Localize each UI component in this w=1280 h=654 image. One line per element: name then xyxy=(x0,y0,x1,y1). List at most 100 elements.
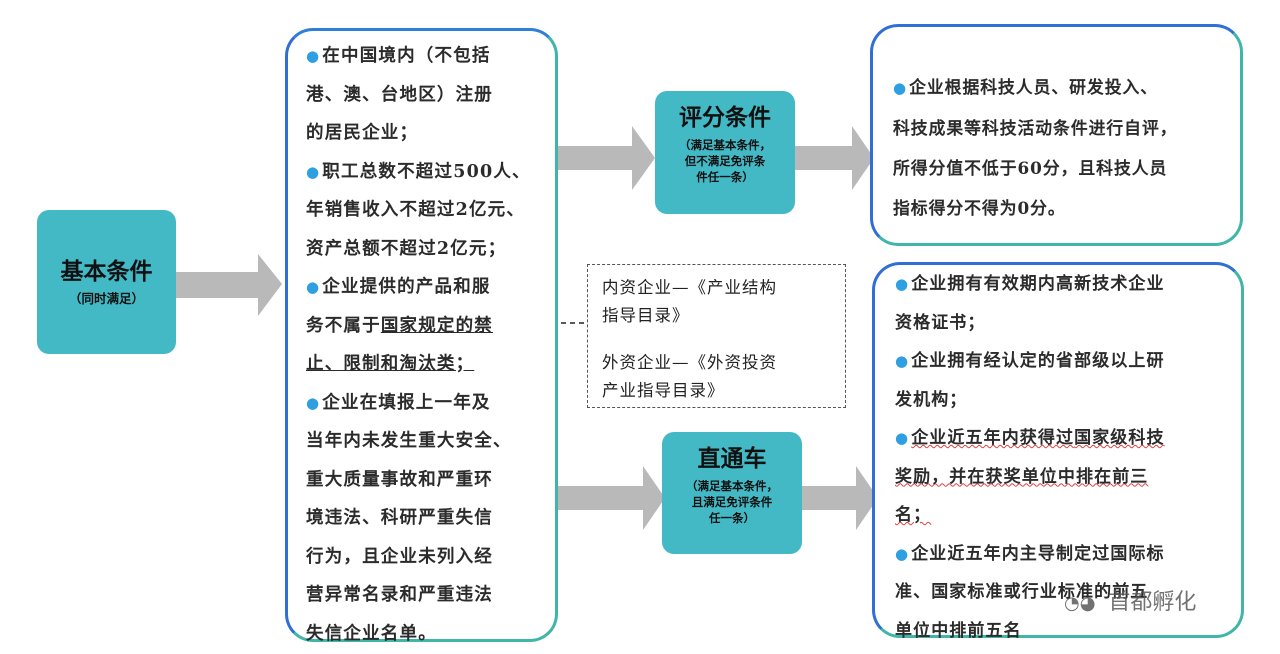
scoring-detail-text: 企业根据科技人员、研发投入、 xyxy=(909,77,1159,97)
exemption-condition-text: 省部级以上研 xyxy=(1056,351,1165,371)
basic-conditions-list: ●在中国境内（不包括港、澳、台地区）注册的居民企业；●职工总数不超过500人、年… xyxy=(306,37,554,653)
exemption-conditions-card: ●企业拥有有效期内高新技术企业资格证书；●企业拥有经认定的省部级以上研发机构；●… xyxy=(872,262,1244,641)
exemption-condition-line: ●企业拥有经认定的省部级以上研 xyxy=(895,342,1235,381)
basic-condition-text: 在中国境内（不包括 xyxy=(322,46,491,66)
basic-condition-line: 重大质量事故和严重环 xyxy=(306,461,554,500)
basic-condition-text: 企业在填报上一年及 xyxy=(322,392,491,413)
exemption-condition-text: 发机构； xyxy=(895,389,968,410)
scoring-condition-title: 评分条件 xyxy=(679,105,771,131)
exemption-condition-line: 资格证书； xyxy=(895,304,1235,343)
bullet-icon: ● xyxy=(306,393,321,412)
basic-condition-text: 行为，且企业未列入经 xyxy=(306,546,493,567)
arrow-direct-to-exempt xyxy=(802,466,878,530)
scoring-subtitle-line-1: （满足基本条件， xyxy=(679,138,771,152)
bullet-icon: ● xyxy=(895,275,910,293)
bullet-icon: ● xyxy=(895,544,910,563)
basic-condition-text: 的居民企业； xyxy=(306,123,419,143)
basic-condition-line: 止、限制和淘汰类； xyxy=(306,345,554,384)
basic-condition-text: 国家规定的禁 xyxy=(380,315,494,336)
exemption-condition-line: 准、国家标准或行业标准的前五 xyxy=(895,573,1235,612)
exemption-condition-line: 名； xyxy=(895,496,1235,535)
scoring-detail-text: 所得分值不低于60分，且科技人员 xyxy=(893,158,1168,178)
arrow-conditions-to-scoring xyxy=(558,126,655,190)
bullet-icon: ● xyxy=(306,47,321,65)
exemption-condition-text: 准、国家标准或行业标准的前五 xyxy=(895,582,1149,602)
basic-conditions-card: ●在中国境内（不包括港、澳、台地区）注册的居民企业；●职工总数不超过500人、年… xyxy=(285,28,558,644)
exemption-conditions-list: ●企业拥有有效期内高新技术企业资格证书；●企业拥有经认定的省部级以上研发机构；●… xyxy=(895,265,1235,650)
direct-subtitle-line-2: 且满足免评条件 xyxy=(691,495,773,509)
basic-condition-line: 当年内未发生重大安全、 xyxy=(306,422,554,461)
direct-subtitle-line-3: 任一条） xyxy=(709,511,755,525)
scoring-detail-text: 科技成果等科技活动条件进行自评， xyxy=(893,118,1178,138)
scoring-detail-line: 指标得分不得为0分。 xyxy=(893,188,1233,228)
watermark: ◔◕ 首都孵化 xyxy=(1064,584,1196,616)
basic-condition-line: 境违法、科研严重失信 xyxy=(306,499,554,538)
basic-condition-text: 企业提供的产品和服 xyxy=(322,277,491,297)
scoring-detail-line: 所得分值不低于60分，且科技人员 xyxy=(893,148,1233,188)
exemption-condition-text: 企业近五年内获得过 xyxy=(911,428,1075,448)
exemption-condition-text: 单位中排前五名 xyxy=(895,620,1022,641)
scoring-detail-line: 科技成果等科技活动条件进行自评， xyxy=(893,108,1233,148)
exemption-condition-line: 发机构； xyxy=(895,381,1235,420)
bullet-icon: ● xyxy=(893,79,908,97)
basic-condition-line: ●在中国境内（不包括 xyxy=(306,37,554,76)
wechat-icon: ◔◕ xyxy=(1064,593,1096,614)
arrow-scoring-to-detail xyxy=(795,126,874,190)
basic-condition-line: ●职工总数不超过500人、 xyxy=(306,153,554,192)
exemption-condition-text: 名； xyxy=(895,505,932,525)
exemption-condition-text: 企业拥有有效期内 xyxy=(911,274,1057,294)
bullet-icon: ● xyxy=(306,162,321,181)
bullet-icon: ● xyxy=(306,278,321,296)
basic-condition-text: 不超过2亿元； xyxy=(380,238,507,259)
scoring-detail-text: 指标得分不得为0分。 xyxy=(893,198,1066,218)
exemption-condition-line: ●企业近五年内主导制定过国际标 xyxy=(895,535,1235,574)
direct-track-title: 直通车 xyxy=(697,446,767,472)
basic-condition-text: 境违法、科研严重失信 xyxy=(306,508,493,528)
exemption-condition-text: 资格证书； xyxy=(895,312,986,333)
arrow-basic-to-conditions xyxy=(175,254,282,316)
basic-condition-text: 止、限制和淘汰类； xyxy=(306,354,475,374)
basic-condition-text: 年销售收入 xyxy=(306,200,400,220)
exemption-condition-line: 单位中排前五名 xyxy=(895,612,1235,651)
scoring-condition-box: 评分条件 （满足基本条件， 但不满足免评条 件任一条） xyxy=(655,91,795,214)
arrow-conditions-to-direct xyxy=(558,466,665,530)
scoring-subtitle-line-3: 件任一条） xyxy=(696,170,754,184)
basic-condition-text: 职工总数 xyxy=(322,161,398,182)
basic-condition-text: 营异常名录和严重违法 xyxy=(306,585,493,605)
basic-condition-text: 重大质量事故和严重环 xyxy=(306,469,493,490)
basic-condition-line: 营异常名录和严重违法 xyxy=(306,576,554,615)
exemption-condition-text: 企业拥有经认定的 xyxy=(911,351,1057,371)
catalog-line-3: 外资企业—《外资投资 xyxy=(602,353,777,372)
basic-condition-line: 务不属于国家规定的禁 xyxy=(306,307,554,346)
basic-condition-line: 的居民企业； xyxy=(306,114,554,153)
basic-condition-text: 当年内未发生重大安全、 xyxy=(306,431,512,451)
scoring-detail-card: ●企业根据科技人员、研发投入、科技成果等科技活动条件进行自评，所得分值不低于60… xyxy=(870,24,1243,246)
scoring-subtitle-line-2: 但不满足免评条 xyxy=(684,154,766,168)
bullet-icon: ● xyxy=(895,429,910,447)
exemption-condition-text: 高新技术企业 xyxy=(1056,274,1165,294)
watermark-text: 首都孵化 xyxy=(1108,590,1197,615)
industry-catalog-note: 内资企业—《产业结构 指导目录》 外资企业—《外资投资 产业指导目录》 xyxy=(587,264,846,408)
basic-condition-subtitle: （同时满足） xyxy=(68,291,144,306)
exemption-condition-text: 国家级科技 xyxy=(1074,428,1165,448)
basic-condition-line: 港、澳、台地区）注册 xyxy=(306,76,554,115)
catalog-line-1: 内资企业—《产业结构 xyxy=(602,278,777,297)
basic-condition-text: 务不属于 xyxy=(306,315,381,336)
exemption-condition-text: 奖励，并在获奖单位中排在前三 xyxy=(895,466,1149,487)
exemption-condition-text: 企业近五年内主导制定过 xyxy=(911,543,1111,564)
basic-condition-text: 不超过2亿元、 xyxy=(399,200,526,220)
basic-condition-line: 资产总额不超过2亿元； xyxy=(306,230,554,269)
basic-condition-text: 不超过500人、 xyxy=(397,161,531,182)
direct-track-box: 直通车 （满足基本条件， 且满足免评条件 任一条） xyxy=(662,432,802,554)
bullet-icon: ● xyxy=(895,352,910,370)
basic-condition-title: 基本条件 xyxy=(60,259,153,285)
basic-condition-text: 港、澳、台地区）注册 xyxy=(306,84,493,105)
exemption-condition-line: 奖励，并在获奖单位中排在前三 xyxy=(895,458,1235,497)
basic-condition-text: 失信企业名单。 xyxy=(306,623,437,644)
basic-condition-box: 基本条件 （同时满足） xyxy=(37,210,176,354)
basic-condition-line: ●企业在填报上一年及 xyxy=(306,384,554,423)
basic-condition-line: 年销售收入不超过2亿元、 xyxy=(306,191,554,230)
exemption-condition-line: ●企业近五年内获得过国家级科技 xyxy=(895,419,1235,458)
catalog-line-4: 产业指导目录》 xyxy=(602,381,725,400)
scoring-detail-line: ●企业根据科技人员、研发投入、 xyxy=(893,67,1233,108)
